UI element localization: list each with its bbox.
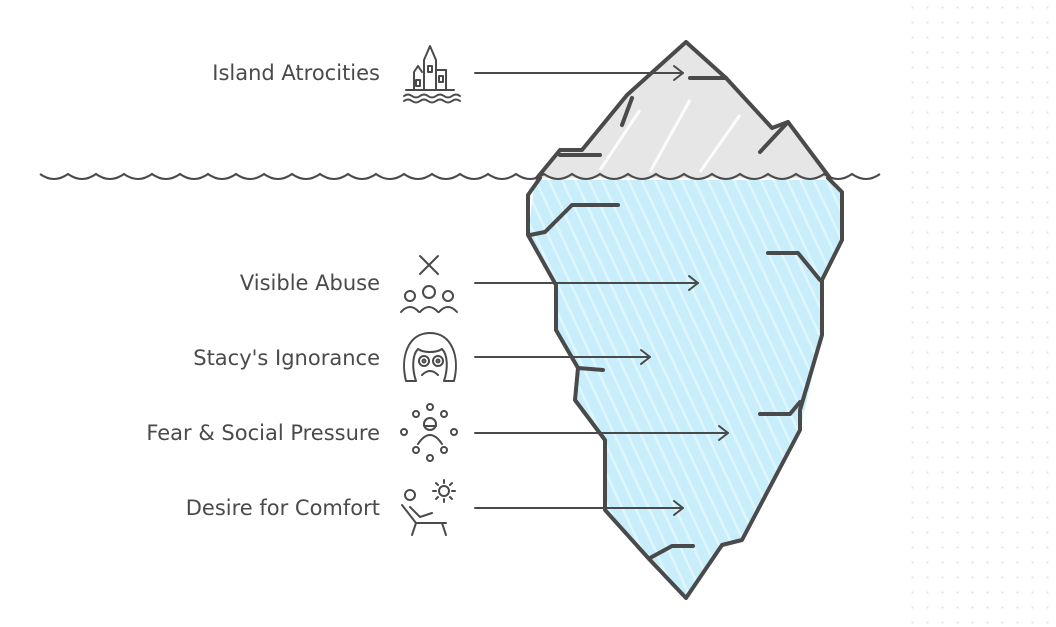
island-castle-icon: [398, 40, 462, 104]
dotted-background: [905, 0, 1056, 627]
face-icon: [398, 327, 462, 391]
arrow-visible-abuse: [474, 275, 699, 291]
water-surface: [39, 172, 881, 180]
arrow-fear-social-pressure: [474, 425, 729, 441]
arrow-desire-for-comfort: [474, 500, 684, 516]
group-cross-icon: [398, 252, 462, 316]
person-circle-icon: [398, 402, 462, 466]
label-island-atrocities: Island Atrocities: [212, 61, 380, 85]
label-visible-abuse: Visible Abuse: [239, 271, 380, 295]
label-fear-social-pressure: Fear & Social Pressure: [146, 421, 380, 445]
lounge-chair-sun-icon: [398, 477, 462, 541]
label-desire-for-comfort: Desire for Comfort: [185, 496, 380, 520]
label-stacys-ignorance: Stacy's Ignorance: [193, 346, 380, 370]
arrow-island-atrocities: [474, 65, 684, 81]
arrow-stacys-ignorance: [474, 349, 651, 365]
